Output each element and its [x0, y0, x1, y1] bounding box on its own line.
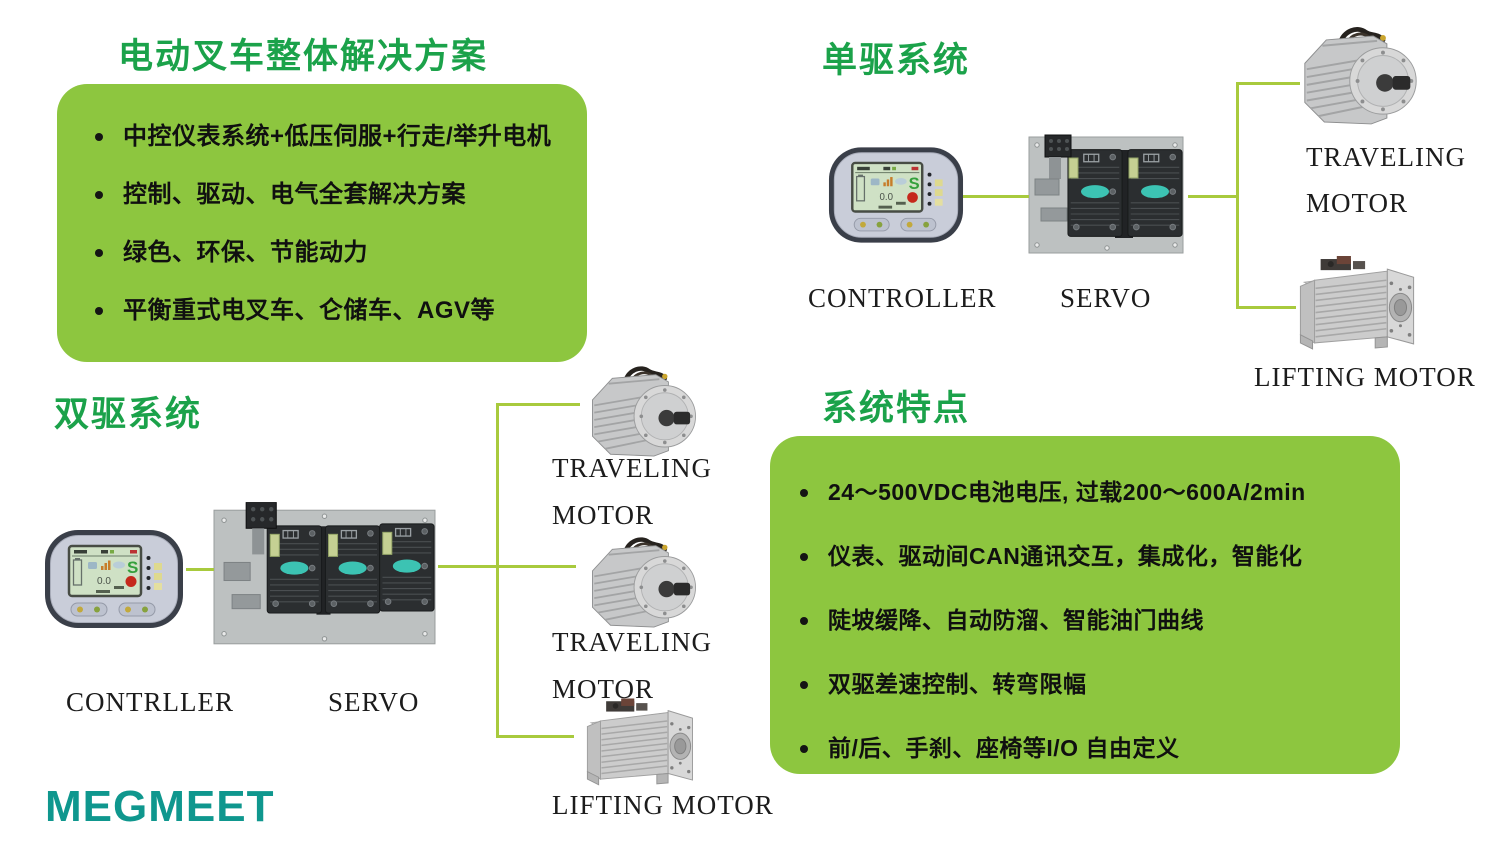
dual-drive-controller-image [44, 526, 184, 632]
traveling-motor2-label-line2: MOTOR [552, 674, 655, 704]
solution-bullet: 控制、驱动、电气全套解决方案 [95, 180, 569, 209]
bullet-dot [95, 249, 103, 257]
dual-drive-traveling-motor2-image [584, 533, 704, 637]
solution-bullet-text: 控制、驱动、电气全套解决方案 [123, 181, 466, 208]
solution-bullet-text: 平衡重式电叉车、仑储车、AGV等 [123, 297, 496, 324]
feature-bullet-text: 前/后、手刹、座椅等I/O 自由定义 [828, 735, 1180, 761]
connector-line [496, 403, 580, 406]
solution-bullet: 绿色、环保、节能动力 [95, 238, 569, 267]
features-title: 系统特点 [822, 389, 971, 428]
bullet-dot [95, 191, 103, 199]
connector-line [1236, 82, 1239, 309]
connector-line [496, 403, 499, 738]
connector-line [186, 568, 214, 571]
features-panel: 24～500VDC电池电压, 过载200～600A/2min 仪表、驱动间CAN… [770, 436, 1400, 774]
bullet-dot [800, 553, 808, 561]
feature-bullet: 陡坡缓降、自动防溜、智能油门曲线 [800, 606, 1384, 634]
dual-drive-traveling-motor1-image [584, 362, 704, 466]
bullet-dot [95, 307, 103, 315]
single-drive-servo-label: SERVO [1060, 283, 1152, 313]
connector-line [1188, 195, 1238, 198]
single-drive-lifting-motor-image [1290, 256, 1422, 352]
features-bullet-list: 24～500VDC电池电压, 过载200～600A/2min 仪表、驱动间CAN… [770, 436, 1400, 762]
dual-drive-servo-image [212, 502, 438, 648]
connector-line [496, 735, 574, 738]
feature-bullet: 仪表、驱动间CAN通讯交互，集成化，智能化 [800, 542, 1384, 570]
bullet-dot [800, 617, 808, 625]
connector-line [1236, 306, 1296, 309]
megmeet-logo: MEGMEET [45, 782, 275, 831]
connector-line [438, 565, 576, 568]
feature-bullet: 前/后、手刹、座椅等I/O 自由定义 [800, 734, 1384, 762]
traveling-motor2-label-line1: TRAVELING [552, 627, 712, 657]
feature-bullet-text: 陡坡缓降、自动防溜、智能油门曲线 [828, 607, 1204, 633]
solution-bullet-list: 中控仪表系统+低压伺服+行走/举升电机 控制、驱动、电气全套解决方案 绿色、环保… [57, 84, 587, 325]
dual-drive-servo-label: SERVO [328, 687, 420, 717]
solution-bullet-text: 中控仪表系统+低压伺服+行走/举升电机 [123, 123, 552, 150]
bullet-dot [800, 745, 808, 753]
feature-bullet: 24～500VDC电池电压, 过载200～600A/2min [800, 478, 1384, 506]
dual-drive-lifting-motor-image [578, 698, 700, 788]
feature-bullet: 双驱差速控制、转弯限幅 [800, 670, 1384, 698]
single-drive-controller-image [828, 146, 964, 244]
single-drive-controller-label: CONTROLLER [808, 283, 997, 313]
bullet-dot [95, 133, 103, 141]
solution-panel: 中控仪表系统+低压伺服+行走/举升电机 控制、驱动、电气全套解决方案 绿色、环保… [57, 84, 587, 362]
feature-bullet-text: 24～500VDC电池电压, 过载200～600A/2min [828, 479, 1306, 505]
traveling-motor-label-line1: TRAVELING [1306, 142, 1466, 172]
lifting-motor-label: LIFTING MOTOR [552, 790, 774, 820]
dual-drive-controller-label: CONTRLLER [66, 687, 234, 717]
connector-line [1236, 82, 1300, 85]
bullet-dot [800, 489, 808, 497]
dual-drive-title: 双驱系统 [54, 395, 203, 434]
lifting-motor-label: LIFTING MOTOR [1254, 362, 1476, 392]
traveling-motor-label-line2: MOTOR [1306, 188, 1409, 218]
connector-line [963, 195, 1029, 198]
traveling-motor1-label-line2: MOTOR [552, 500, 655, 530]
feature-bullet-text: 仪表、驱动间CAN通讯交互，集成化，智能化 [828, 543, 1303, 569]
solution-bullet-text: 绿色、环保、节能动力 [123, 239, 368, 266]
single-drive-traveling-motor-image [1297, 20, 1424, 137]
single-drive-title: 单驱系统 [822, 41, 971, 80]
feature-bullet-text: 双驱差速控制、转弯限幅 [828, 671, 1087, 697]
single-drive-servo-image [1026, 132, 1188, 257]
solution-title: 电动叉车整体解决方案 [118, 37, 489, 76]
solution-bullet: 中控仪表系统+低压伺服+行走/举升电机 [95, 122, 569, 151]
solution-bullet: 平衡重式电叉车、仑储车、AGV等 [95, 296, 569, 325]
bullet-dot [800, 681, 808, 689]
traveling-motor1-label-line1: TRAVELING [552, 453, 712, 483]
